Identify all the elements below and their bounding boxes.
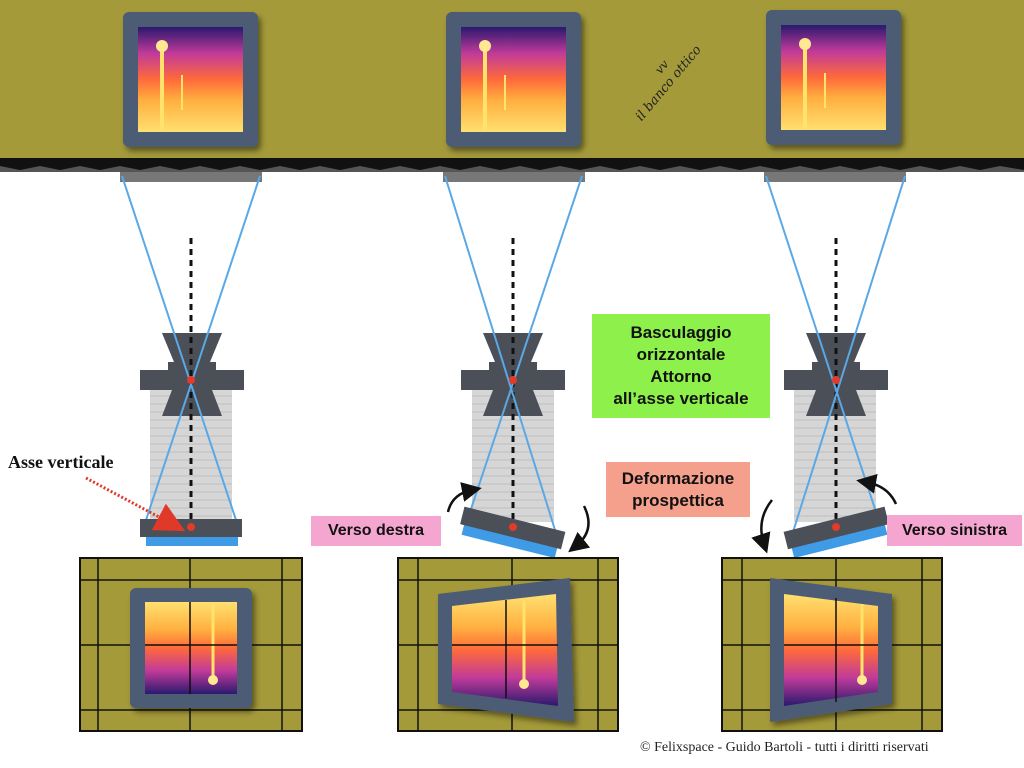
title-line-3: Attorno — [650, 367, 712, 386]
ray — [145, 175, 261, 521]
lens-ring — [168, 362, 216, 370]
deformation-label-box: Deformazione prospettica — [606, 462, 750, 517]
copyright-text: © Felixspace - Guido Bartoli - tutti i d… — [640, 740, 929, 755]
title-line-4: all’asse verticale — [613, 389, 749, 408]
curved-arrow-icon — [446, 482, 482, 513]
subject-strip-2 — [443, 172, 585, 182]
result-image-neutral — [79, 557, 303, 732]
bench-edge — [0, 158, 1024, 170]
ray — [792, 175, 906, 533]
ray — [469, 175, 583, 513]
lens-top — [806, 333, 866, 362]
curved-arrow-icon — [856, 473, 898, 505]
curved-arrow-icon — [568, 505, 591, 553]
subject-strip-3 — [764, 172, 906, 182]
title-line-2: orizzontale — [636, 345, 726, 364]
result-image-verso-destra — [397, 557, 619, 732]
curved-arrow-icon — [751, 499, 773, 554]
pivot-point — [187, 523, 195, 531]
top-picture-1 — [123, 12, 258, 147]
asse-verticale-label: Asse verticale — [8, 452, 114, 472]
top-picture-3 — [766, 10, 901, 145]
camera-verso-destra — [444, 175, 591, 559]
deform-line-1: Deformazione — [621, 468, 735, 488]
title-label-box: Basculaggio orizzontale Attorno all’asse… — [592, 314, 770, 418]
lens-ring — [812, 362, 860, 370]
focal-point — [187, 376, 195, 384]
subject-strip-1 — [120, 172, 262, 182]
film-plane — [791, 523, 888, 559]
lens-ring — [489, 362, 537, 370]
result-image-verso-sinistra — [721, 557, 943, 732]
camera-neutral — [121, 175, 261, 546]
pivot-point — [509, 523, 517, 531]
verso-destra-label: Verso destra — [311, 516, 441, 546]
ray — [444, 175, 556, 531]
title-line-1: Basculaggio — [630, 323, 732, 342]
ray — [765, 175, 877, 513]
pivot-point — [832, 523, 840, 531]
top-picture-2 — [446, 12, 581, 147]
verso-sinistra-label: Verso sinistra — [887, 515, 1022, 546]
bench-edge-torn — [0, 166, 1024, 172]
focal-point — [832, 376, 840, 384]
red-pointer-arrow — [85, 476, 186, 532]
ray — [121, 175, 237, 521]
film-plane — [461, 523, 558, 559]
deform-line-2: prospettica — [632, 490, 724, 510]
camera-verso-sinistra — [751, 175, 906, 559]
focal-point — [509, 376, 517, 384]
